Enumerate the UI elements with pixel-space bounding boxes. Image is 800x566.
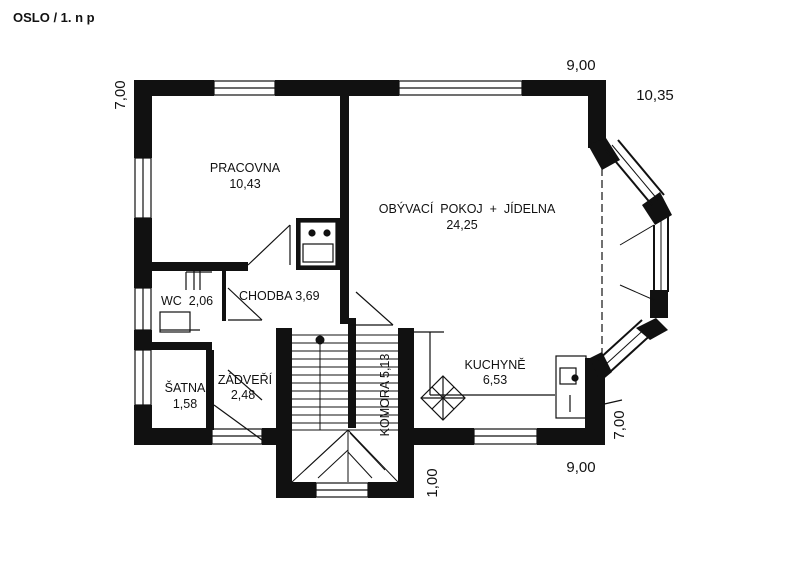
interior-details: [159, 221, 623, 441]
room-pracovna-area: 10,43: [229, 177, 260, 191]
room-kuchyne-area: 6,53: [483, 373, 507, 387]
room-pracovna-name: PRACOVNA: [210, 161, 281, 175]
plan-title: OSLO / 1. n p: [13, 10, 95, 25]
dimension-top: 9,00: [566, 57, 595, 74]
exterior-walls: [134, 80, 606, 498]
dimension-bottom: 9,00: [566, 459, 595, 476]
room-zadveri-name: ZÁDVEŘÍ: [218, 372, 273, 387]
bay-window: [588, 138, 672, 382]
room-kuchyne-name: KUCHYNĚ: [464, 357, 525, 372]
table-symbol: [420, 375, 466, 421]
room-obyvaci-name: OBÝVACÍ POKOJ + JÍDELNA: [379, 201, 556, 216]
windows: [134, 80, 538, 498]
dimension-left: 7,00: [112, 80, 129, 109]
room-satna-name: ŠATNA: [165, 380, 206, 395]
room-komora-label: KOMORA 5,13: [378, 354, 392, 437]
dimension-bay: 10,35: [636, 87, 674, 104]
dimension-stair: 1,00: [424, 468, 441, 497]
dimension-right: 7,00: [611, 410, 628, 439]
room-obyvaci-area: 24,25: [446, 218, 477, 232]
room-satna-area: 1,58: [173, 397, 197, 411]
stairs: [291, 334, 399, 483]
room-chodba-label: CHODBA 3,69: [239, 289, 320, 303]
room-wc-label: WC 2,06: [161, 294, 213, 308]
room-zadveri-area: 2,48: [231, 388, 255, 402]
